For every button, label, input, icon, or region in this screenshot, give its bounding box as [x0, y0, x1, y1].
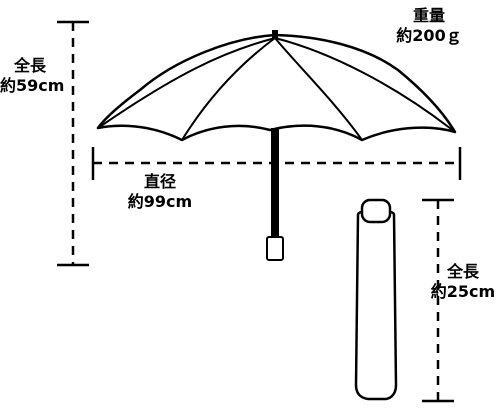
folded-umbrella	[354, 198, 398, 401]
umbrella-handle	[266, 236, 284, 261]
open-length-title: 全長	[13, 56, 46, 75]
weight-value: 約200ｇ	[396, 26, 462, 45]
folded-length-value: 約25cm	[430, 282, 496, 301]
open-length-label: 全長 約59cm	[0, 56, 65, 96]
open-length-value: 約59cm	[0, 76, 65, 95]
folded-umbrella-cap	[360, 198, 392, 224]
dimension-open-length	[57, 20, 89, 267]
folded-length-title: 全長	[446, 262, 479, 281]
umbrella-shaft	[271, 128, 279, 236]
canopy-rib-3	[274, 37, 363, 141]
diameter-label: 直径 約99cm	[118, 172, 202, 212]
open-umbrella	[96, 30, 457, 261]
folded-length-label: 全長 約25cm	[426, 262, 500, 302]
diameter-value: 約99cm	[127, 192, 193, 211]
folded-umbrella-body	[354, 210, 398, 401]
canopy-rib-2	[181, 37, 276, 141]
dimension-folded-length	[422, 198, 454, 403]
diameter-title: 直径	[143, 172, 176, 191]
weight-label: 重量 約200ｇ	[388, 6, 470, 46]
canopy-tip	[272, 30, 278, 38]
dimension-diameter	[91, 147, 462, 180]
weight-title: 重量	[412, 6, 445, 25]
canopy-outline	[96, 33, 457, 142]
canopy-rib-4	[274, 37, 456, 133]
canopy-rib-1	[97, 37, 276, 129]
